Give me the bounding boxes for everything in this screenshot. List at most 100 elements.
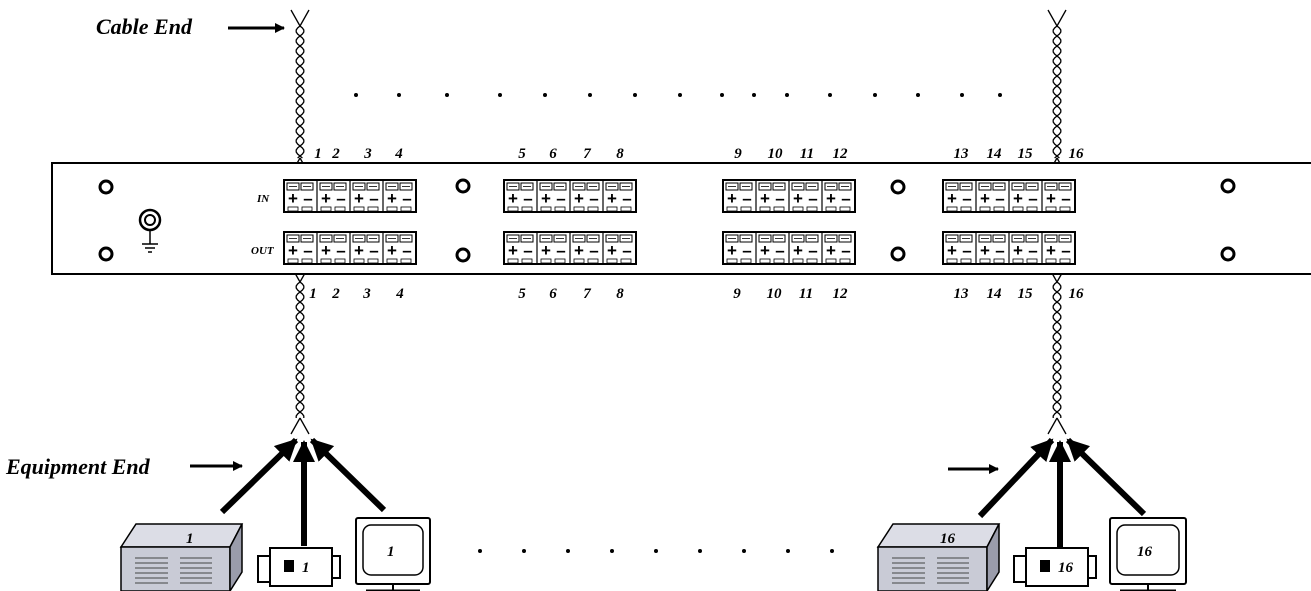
channel-number: 5 [518, 146, 526, 162]
terminal-port: +– [1044, 232, 1076, 264]
plus-sign: + [574, 241, 584, 260]
terminal-port: +– [506, 180, 538, 212]
plus-sign: + [793, 241, 803, 260]
minus-sign: – [742, 189, 751, 208]
minus-sign: – [1028, 241, 1037, 260]
ellipsis-dot [998, 93, 1002, 97]
channel-number: 1 [309, 286, 317, 302]
terminal-port: +– [758, 232, 790, 264]
screw-icon [455, 178, 471, 194]
plus-sign: + [574, 189, 584, 208]
channel-number: 8 [616, 146, 624, 162]
patch-panel [51, 162, 1311, 275]
terminal-port: +– [572, 232, 604, 264]
screw-icon [98, 246, 114, 262]
ellipsis-dot [610, 549, 614, 553]
plus-sign: + [1013, 189, 1023, 208]
minus-sign: – [589, 241, 598, 260]
plus-sign: + [760, 241, 770, 260]
ellipsis-dot [354, 93, 358, 97]
channel-number: 5 [518, 286, 526, 302]
channel-number: 15 [1018, 146, 1034, 162]
terminal-port: +– [824, 180, 856, 212]
cable-end-label: Cable End [96, 14, 193, 39]
equipment-connection-arrows-left [219, 437, 387, 546]
channel-number: 10 [767, 286, 783, 302]
channel-number: 14 [987, 286, 1003, 302]
channel-numbers-bottom: 1 2 3 4 5 6 7 8 9 10 11 12 13 14 15 16 [309, 286, 1084, 302]
ellipsis-dot [445, 93, 449, 97]
terminal-port: +– [945, 180, 977, 212]
terminal-port: +– [791, 180, 823, 212]
terminal-port: +– [352, 232, 384, 264]
monitor-icon: 1 [355, 517, 431, 591]
minus-sign: – [402, 189, 411, 208]
plus-sign: + [288, 241, 298, 260]
channel-number: 4 [395, 286, 404, 302]
ellipsis-dot [397, 93, 401, 97]
minus-sign: – [336, 241, 345, 260]
minus-sign: – [1028, 189, 1037, 208]
minus-sign: – [1061, 241, 1070, 260]
camera-number: 16 [1058, 560, 1074, 576]
ellipsis-dot [654, 549, 658, 553]
terminal-blocks: +–+–+–+–+–+–+–+–+–+–+–+–+–+–+–+–+–+–+–+–… [283, 179, 1076, 265]
plus-sign: + [727, 241, 737, 260]
plus-sign: + [947, 241, 957, 260]
ellipsis-dot [960, 93, 964, 97]
screw-icon [1220, 178, 1236, 194]
plus-sign: + [826, 241, 836, 260]
terminal-port: +– [824, 232, 856, 264]
dvr-number: 1 [186, 531, 194, 547]
ellipsis-dot [588, 93, 592, 97]
terminal-port: +– [572, 180, 604, 212]
terminal-port: +– [1011, 180, 1043, 212]
plus-sign: + [541, 189, 551, 208]
channel-number: 11 [800, 146, 814, 162]
plus-sign: + [826, 189, 836, 208]
channel-numbers-top: 1 2 3 4 5 6 7 8 9 10 11 12 13 14 15 16 [314, 146, 1084, 162]
terminal-port: +– [539, 180, 571, 212]
plus-sign: + [980, 189, 990, 208]
terminal-port: +– [758, 180, 790, 212]
ellipsis-dot [566, 549, 570, 553]
minus-sign: – [556, 241, 565, 260]
ellipsis-dot [543, 93, 547, 97]
twisted-pair-cables [290, 9, 1067, 435]
terminal-port: +– [539, 232, 571, 264]
equipment-end-label: Equipment End [5, 454, 151, 479]
out-row-label: OUT [251, 245, 275, 257]
minus-sign: – [742, 241, 751, 260]
terminal-port: +– [286, 180, 318, 212]
minus-sign: – [962, 189, 971, 208]
terminal-port: +– [385, 180, 417, 212]
screw-icon [890, 179, 906, 195]
plus-sign: + [321, 189, 331, 208]
minus-sign: – [962, 241, 971, 260]
minus-sign: – [303, 189, 312, 208]
monitor-number: 1 [387, 544, 395, 560]
minus-sign: – [622, 189, 631, 208]
channel-number: 6 [549, 286, 557, 302]
plus-sign: + [980, 241, 990, 260]
plus-sign: + [1013, 241, 1023, 260]
channel-number: 6 [549, 146, 557, 162]
plus-sign: + [288, 189, 298, 208]
minus-sign: – [841, 241, 850, 260]
ground-terminal-icon [138, 208, 162, 253]
plus-sign: + [354, 189, 364, 208]
cable-ellipsis-dots [354, 93, 1002, 97]
channel-number: 14 [987, 146, 1003, 162]
terminal-port: +– [725, 180, 757, 212]
screw-icon [98, 179, 114, 195]
plus-sign: + [1046, 189, 1056, 208]
ellipsis-dot [916, 93, 920, 97]
channel-number: 7 [583, 286, 591, 302]
terminal-port: +– [605, 232, 637, 264]
minus-sign: – [402, 241, 411, 260]
terminal-port: +– [352, 180, 384, 212]
minus-sign: – [303, 241, 312, 260]
ellipsis-dot [478, 549, 482, 553]
minus-sign: – [369, 241, 378, 260]
plus-sign: + [508, 241, 518, 260]
